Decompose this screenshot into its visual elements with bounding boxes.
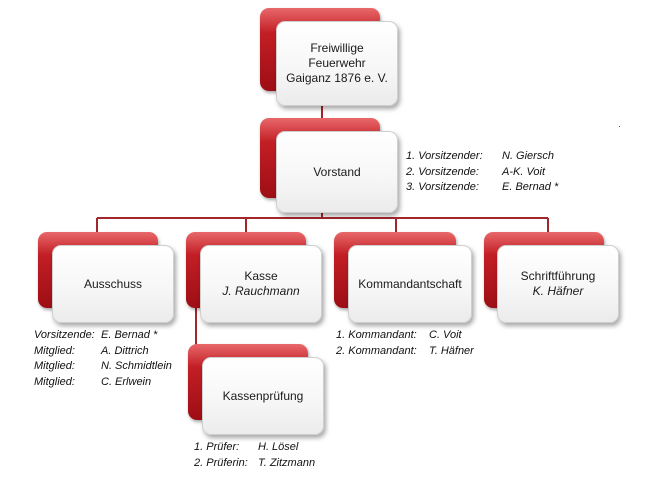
kassenpruefung-title: Kassenprüfung <box>222 388 304 403</box>
member-name: H. Lösel <box>258 441 299 453</box>
member-name: N. Schmidtlein <box>101 360 172 372</box>
member-role: 1. Kommandant: <box>336 329 417 341</box>
vorstand-member: 1. Vorsitzender: N. Giersch <box>406 149 558 165</box>
member-name: T. Zitzmann <box>258 456 316 469</box>
ausschuss-member: Vorsitzende: E. Bernad * <box>34 328 172 344</box>
kommandantschaft-member: 1. Kommandant: C. Voit <box>336 328 474 344</box>
ausschuss-member: Mitglied: C. Erlwein <box>34 375 172 391</box>
schriftfuehrung-box: Schriftführung K. Häfner <box>497 245 619 323</box>
member-role: Mitglied: <box>34 344 75 357</box>
ausschuss-member: Mitglied: A. Dittrich <box>34 344 172 360</box>
vorstand-title: Vorstand <box>313 164 361 179</box>
vorstand-member: 2. Vorsitzende: A-K. Voit <box>406 165 558 181</box>
member-name: C. Voit <box>429 329 462 341</box>
root-line2: Feuerwehr <box>308 56 366 70</box>
ausschuss-box: Ausschuss <box>52 245 174 323</box>
kassenpruefung-members: 1. Prüfer: H. Lösel 2. Prüferin: T. Zitzma… <box>194 440 315 471</box>
member-role: 2. Prüferin: <box>194 456 248 469</box>
member-role: 2. Kommandant: <box>336 344 417 357</box>
member-name: C. Erlwein <box>101 375 152 388</box>
member-name: E. Bernad * <box>101 329 158 341</box>
kasse-title: Kasse <box>244 269 278 283</box>
stray-dot <box>619 126 620 127</box>
kommandantschaft-box: Kommandantschaft <box>348 245 472 323</box>
member-name: N. Giersch <box>502 150 554 162</box>
kasse-box: Kasse J. Rauchmann <box>200 245 322 323</box>
root-box: Freiwillige Feuerwehr Gaiganz 1876 e. V. <box>276 21 398 106</box>
vorstand-member: 3. Vorsitzende: E. Bernad * <box>406 180 558 196</box>
ausschuss-member: Mitglied: N. Schmidtlein <box>34 359 172 375</box>
root-line1: Freiwillige <box>310 41 364 55</box>
kommandantschaft-member: 2. Kommandant: T. Häfner <box>336 344 474 360</box>
ausschuss-title: Ausschuss <box>83 276 143 291</box>
kommandantschaft-title: Kommandantschaft <box>358 276 462 291</box>
member-role: 1. Prüfer: <box>194 441 240 453</box>
kommandantschaft-members: 1. Kommandant: C. Voit 2. Kommandant: T. H… <box>336 328 474 359</box>
schriftfuehrung-title: Schriftführung <box>520 269 596 283</box>
kassenpruefung-member: 2. Prüferin: T. Zitzmann <box>194 456 315 472</box>
kassenpruefung-box: Kassenprüfung <box>202 357 324 435</box>
member-role: 1. Vorsitzender: <box>406 150 483 162</box>
vorstand-members: 1. Vorsitzender: N. Giersch 2. Vorsitzend… <box>406 149 558 196</box>
schriftfuehrung-person: K. Häfner <box>532 284 584 298</box>
member-role: 2. Vorsitzende: <box>406 165 479 178</box>
member-name: A-K. Voit <box>502 165 545 178</box>
kassenpruefung-member: 1. Prüfer: H. Lösel <box>194 440 315 456</box>
vorstand-box: Vorstand <box>276 131 398 213</box>
member-role: 3. Vorsitzende: <box>406 181 479 193</box>
member-role: Mitglied: <box>34 375 75 388</box>
root-line3: Gaiganz 1876 e. V. <box>286 71 388 85</box>
member-role: Vorsitzende: <box>34 329 95 341</box>
kasse-person: J. Rauchmann <box>222 284 300 298</box>
member-role: Mitglied: <box>34 360 75 372</box>
member-name: T. Häfner <box>429 344 474 357</box>
ausschuss-members: Vorsitzende: E. Bernad * Mitglied: A. Ditt… <box>34 328 172 390</box>
member-name: A. Dittrich <box>101 344 149 357</box>
member-name: E. Bernad * <box>502 181 559 193</box>
